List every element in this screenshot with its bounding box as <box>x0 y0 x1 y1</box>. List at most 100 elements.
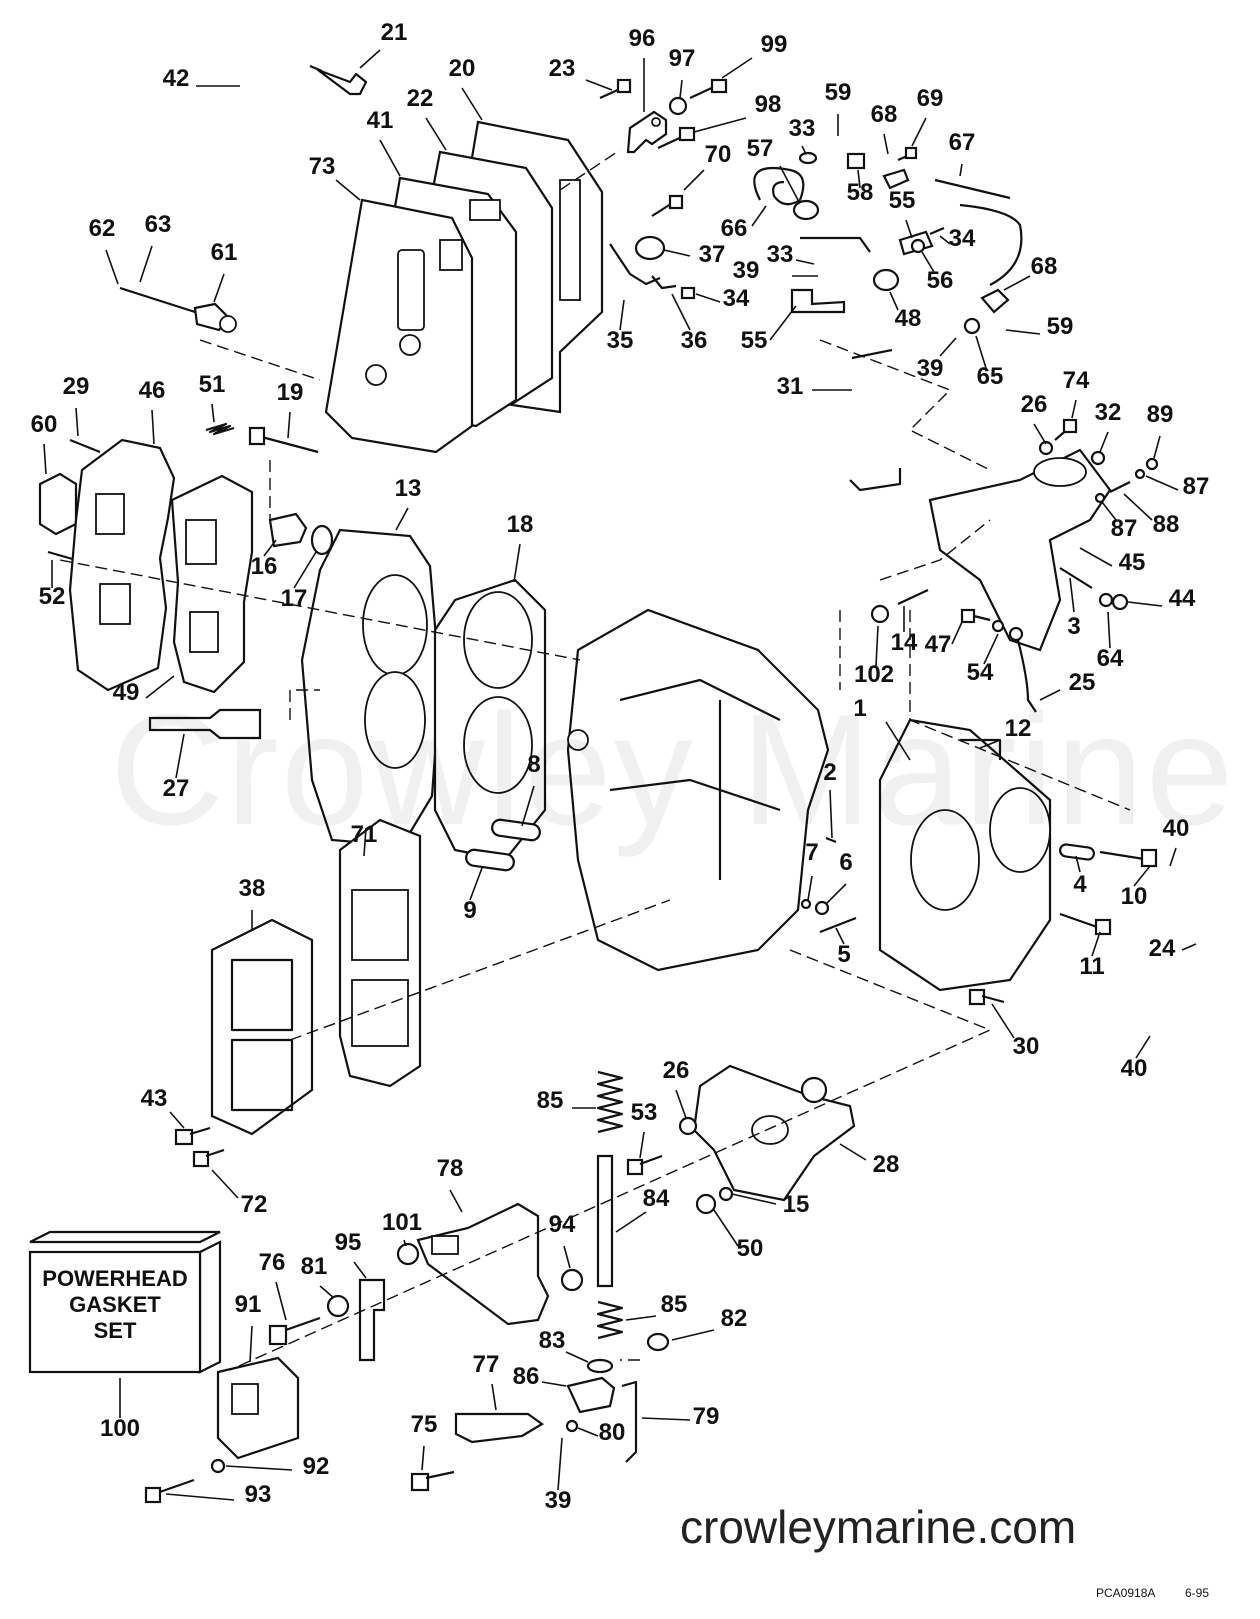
callout-labels: 1234567891011121314151617181920212223242… <box>31 19 1210 1514</box>
leader-line-c88 <box>1123 493 1153 521</box>
washer-15 <box>718 1186 734 1202</box>
bushing-57 <box>792 199 820 221</box>
leader-line-c28 <box>839 1143 867 1161</box>
callout-c28: 28 <box>873 1151 900 1178</box>
leader-line-c77 <box>491 1383 497 1411</box>
callout-c79: 79 <box>693 1403 720 1430</box>
callout-c56: 56 <box>927 267 954 294</box>
leader-line-c34b <box>939 235 951 245</box>
leader-line-c25 <box>1039 689 1061 701</box>
callout-c50: 50 <box>737 1235 764 1262</box>
leader-line-c69 <box>911 117 927 147</box>
bolt-70 <box>651 194 684 217</box>
callout-c45: 45 <box>1119 549 1146 576</box>
callout-c49: 49 <box>113 679 140 706</box>
callout-c53: 53 <box>631 1099 658 1126</box>
washer-87a <box>1134 468 1146 480</box>
callout-c68b: 68 <box>1031 253 1058 280</box>
callout-c87b: 87 <box>1111 515 1138 542</box>
callout-c69: 69 <box>917 85 944 112</box>
leader-line-c98 <box>693 117 747 133</box>
spring-66 <box>753 166 805 206</box>
leader-line-c101 <box>403 1239 407 1247</box>
callout-c38: 38 <box>239 875 266 902</box>
bracket-55b <box>790 288 846 314</box>
leader-line-c57 <box>779 165 799 201</box>
dowel-8 <box>491 818 541 842</box>
throttle-shaft-31 <box>800 236 902 492</box>
callout-c55a: 55 <box>889 187 916 214</box>
callout-c4: 4 <box>1073 871 1087 898</box>
callout-c26a: 26 <box>1021 391 1048 418</box>
callout-c46: 46 <box>139 377 166 404</box>
leader-line-c27 <box>175 733 185 779</box>
leader-line-c65 <box>975 335 987 369</box>
hose-24 <box>1154 859 1201 1064</box>
screw-3 <box>1059 567 1093 589</box>
dowel-9 <box>465 848 515 872</box>
bolt-52 <box>47 550 77 562</box>
callout-c30: 30 <box>1013 1033 1040 1060</box>
watermark-url[interactable]: crowleymarine.com <box>680 1501 1077 1553</box>
gasket-49 <box>170 474 254 694</box>
screw-69 <box>897 146 918 162</box>
callout-c85b: 85 <box>661 1291 688 1318</box>
exhaust-cover-stack <box>324 120 604 454</box>
leader-line-c44 <box>1127 601 1163 607</box>
callout-c24: 24 <box>1149 935 1176 962</box>
hose-67 <box>934 178 1023 286</box>
callout-c95: 95 <box>335 1229 362 1256</box>
callout-c40a: 40 <box>1163 815 1190 842</box>
dashed-guides <box>59 149 1131 1371</box>
leader-line-c12 <box>979 739 1001 749</box>
callout-c93: 93 <box>245 1481 272 1508</box>
leader-line-c62 <box>105 249 119 285</box>
bracket-45 <box>928 448 1112 652</box>
spark-plug-27 <box>148 708 262 740</box>
callout-c100: 100 <box>100 1415 140 1442</box>
bolt-19 <box>248 426 319 454</box>
leader-line-c26b <box>675 1089 687 1119</box>
leader-line-c34a <box>695 293 721 303</box>
leader-line-c11 <box>1091 931 1101 957</box>
leader-line-c94 <box>563 1245 571 1269</box>
callout-c68a: 68 <box>871 101 898 128</box>
callout-c18: 18 <box>507 511 534 538</box>
callout-c94: 94 <box>549 1211 576 1238</box>
leader-line-c7 <box>807 875 813 901</box>
leader-line-c79 <box>641 1417 691 1421</box>
callout-c10: 10 <box>1121 883 1148 910</box>
gasket-box-line-2: GASKET <box>69 1292 161 1317</box>
callout-c77: 77 <box>473 1351 500 1378</box>
leader-line-c66 <box>751 205 767 227</box>
leader-line-c53 <box>639 1131 645 1159</box>
callout-c34a: 34 <box>723 285 750 312</box>
callout-c81: 81 <box>301 1253 328 1280</box>
leader-line-c3 <box>1069 577 1075 613</box>
callout-c60: 60 <box>31 411 58 438</box>
callout-c15: 15 <box>783 1191 810 1218</box>
leader-line-c55a <box>905 219 913 239</box>
callout-c76: 76 <box>259 1249 286 1276</box>
leader-line-c92 <box>225 1465 293 1471</box>
leader-line-c33b <box>795 259 815 265</box>
callout-c59a: 59 <box>825 79 852 106</box>
callout-c63: 63 <box>145 211 172 238</box>
link-35 <box>609 243 661 286</box>
leader-line-c40b <box>1135 1035 1151 1059</box>
clip-60 <box>38 472 78 536</box>
callout-c67: 67 <box>949 129 976 156</box>
callout-c98: 98 <box>755 91 782 118</box>
leader-line-c47 <box>951 621 963 645</box>
nut-44 <box>1111 593 1129 611</box>
callout-c97: 97 <box>669 45 696 72</box>
callout-c65: 65 <box>977 363 1004 390</box>
callout-c34b: 34 <box>949 225 976 252</box>
bushing-37 <box>634 235 666 261</box>
leader-line-c33a <box>801 145 807 155</box>
diagram-date-code: 6-95 <box>1185 1586 1210 1600</box>
clip-58 <box>846 152 866 170</box>
leader-line-c16 <box>263 539 277 557</box>
callout-c8: 8 <box>527 751 540 778</box>
cylinder-head-13 <box>300 528 442 848</box>
